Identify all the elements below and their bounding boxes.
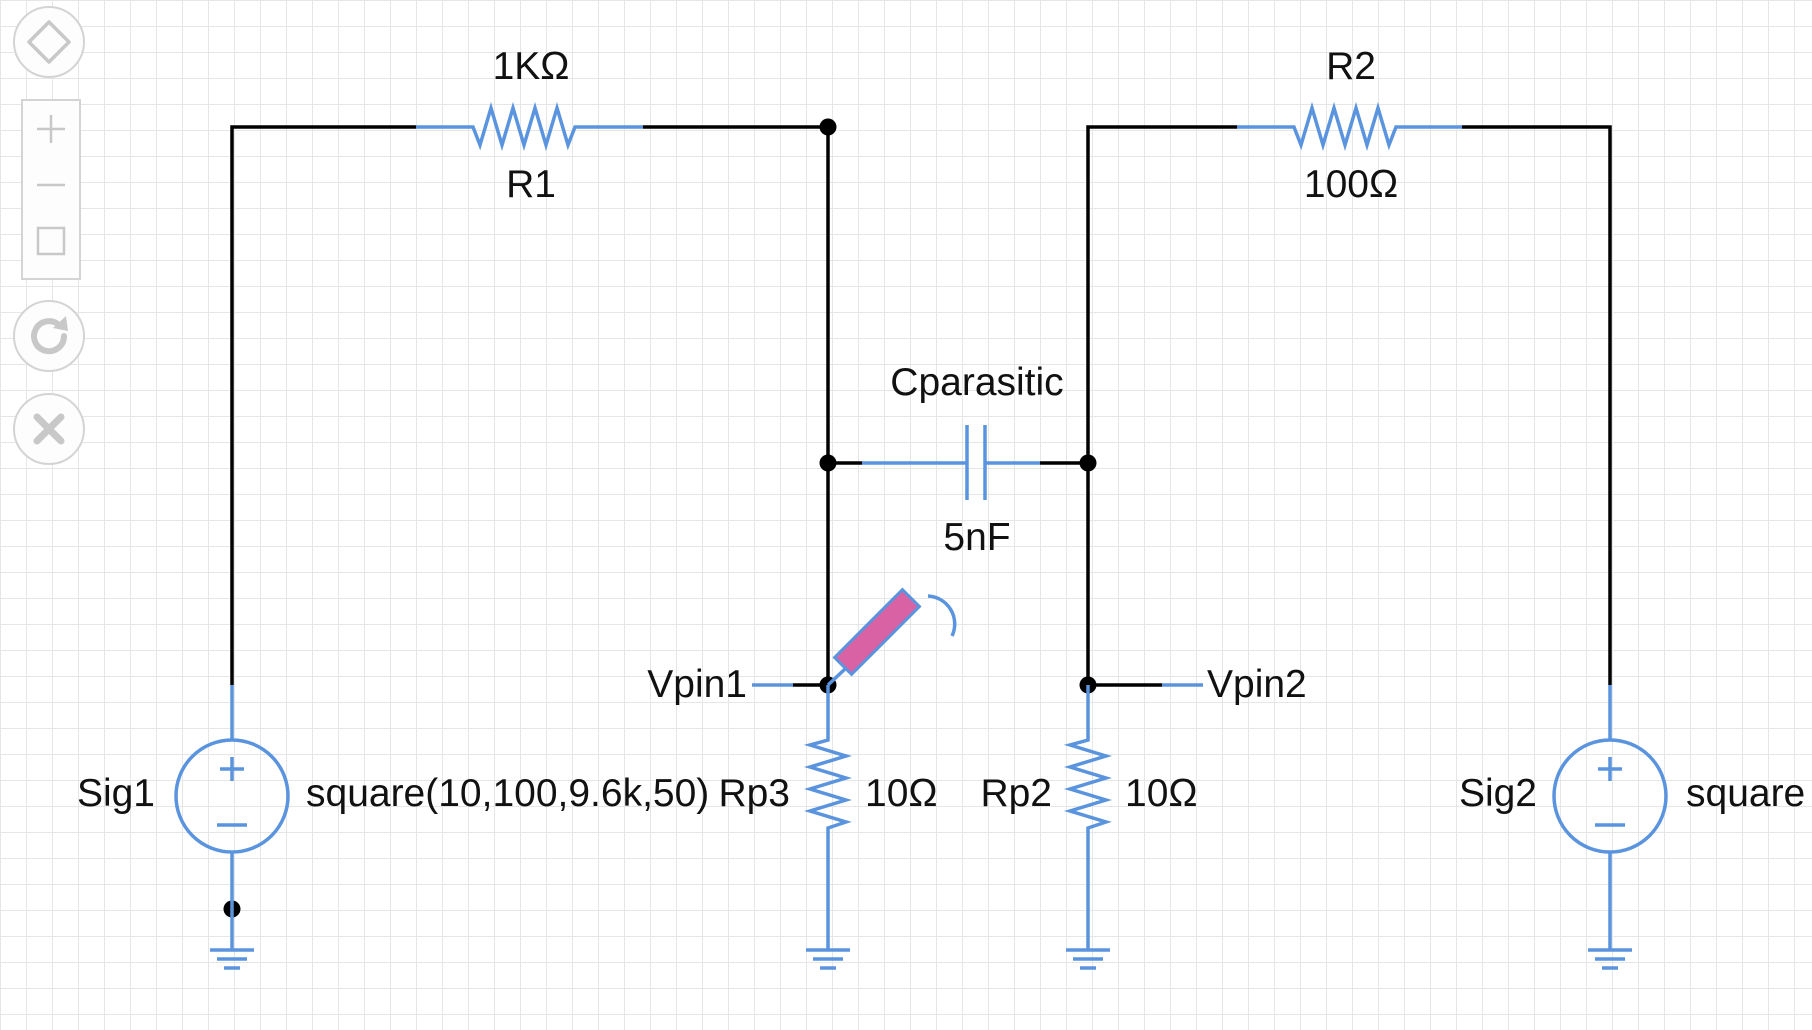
rp2-name-label: Rp2 — [980, 772, 1052, 815]
resistor-rp2[interactable] — [1063, 685, 1112, 970]
sig2-value-label: square — [1686, 772, 1805, 815]
sig2-name-label: Sig2 — [1459, 772, 1537, 815]
cap-name-label: Cparasitic — [890, 361, 1063, 404]
zoom-out-icon — [37, 183, 65, 187]
delete-icon — [33, 413, 65, 445]
zoom-in-button[interactable] — [23, 101, 79, 157]
rp3-name-label: Rp3 — [718, 772, 790, 815]
r1-value-label: 1KΩ — [493, 45, 570, 88]
capacitor-cparasitic[interactable] — [862, 425, 1040, 500]
voltage-source-sig2[interactable] — [1552, 685, 1668, 970]
resistor-rp3[interactable] — [803, 685, 852, 970]
rotate-button[interactable] — [13, 300, 85, 372]
zoom-controls — [21, 99, 81, 280]
zoom-fit-icon — [36, 226, 66, 256]
pan-icon — [27, 20, 71, 64]
resistor-r2[interactable] — [1237, 101, 1462, 152]
r1-name-label: R1 — [506, 163, 556, 206]
rp3-value-label: 10Ω — [865, 772, 938, 815]
ground-symbol — [210, 909, 254, 970]
sig1-value-label: square(10,100,9.6k,50) — [306, 772, 709, 815]
pan-button[interactable] — [13, 6, 85, 78]
r2-name-label: R2 — [1326, 45, 1376, 88]
rp2-value-label: 10Ω — [1125, 772, 1198, 815]
zoom-out-button[interactable] — [23, 157, 79, 213]
voltage-probe[interactable] — [826, 587, 957, 687]
voltage-source-sig1[interactable] — [174, 685, 290, 909]
rotate-icon — [31, 316, 68, 355]
cap-value-label: 5nF — [943, 516, 1010, 559]
wires — [230, 125, 1612, 687]
r2-value-label: 100Ω — [1304, 163, 1398, 206]
vpin1-label: Vpin1 — [647, 663, 747, 706]
resistor-r1[interactable] — [416, 101, 643, 152]
sig1-name-label: Sig1 — [77, 772, 155, 815]
zoom-fit-button[interactable] — [23, 213, 79, 269]
vpin2-label: Vpin2 — [1207, 663, 1307, 706]
zoom-in-icon — [37, 115, 65, 143]
delete-button[interactable] — [13, 393, 85, 465]
